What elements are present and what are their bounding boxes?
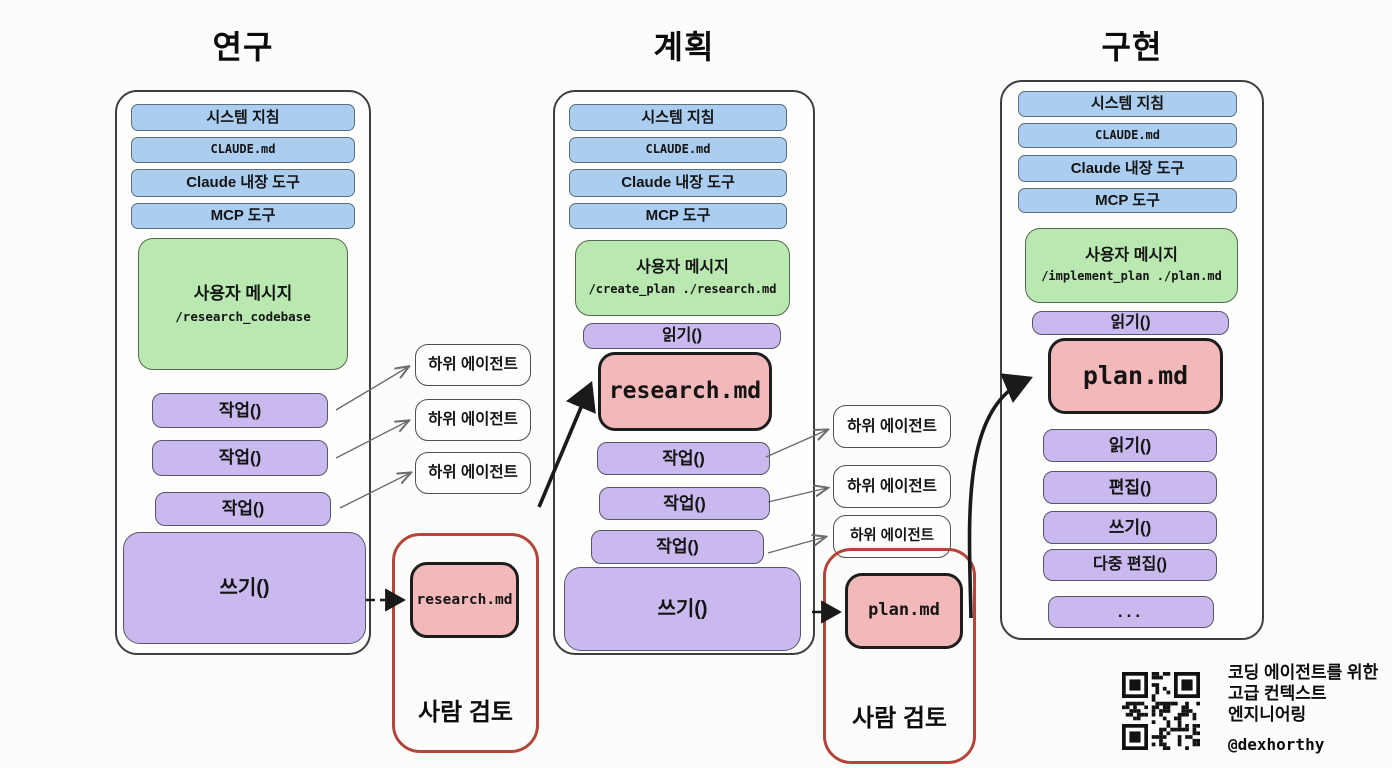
plan-research-md: research.md: [598, 352, 772, 431]
research-write: 쓰기(): [123, 532, 366, 644]
user-message-command: /create_plan ./research.md: [588, 281, 777, 296]
research-claude-md: CLAUDE.md: [131, 137, 355, 163]
implement-tool-multiedit: 다중 편집(): [1043, 549, 1217, 581]
research-task-3: 작업(): [155, 492, 331, 526]
implement-tool-read: 읽기(): [1043, 429, 1217, 462]
column-title-implement: 구현: [1101, 29, 1163, 65]
user-message-title: 사용자 메시지: [636, 259, 729, 277]
human-review-box-research: [392, 533, 539, 753]
implement-read: 읽기(): [1032, 311, 1229, 335]
user-message-command: /research_codebase: [175, 309, 311, 325]
plan-subagent-2: 하위 에이전트: [833, 465, 951, 508]
research-subagent-1: 하위 에이전트: [415, 344, 531, 386]
footer-caption: 코딩 에이전트를 위한 고급 컨텍스트 엔지니어링: [1228, 662, 1392, 725]
qr-code: [1122, 672, 1200, 750]
footer-caption-line2: 고급 컨텍스트: [1228, 684, 1327, 703]
implement-plan-md: plan.md: [1048, 338, 1223, 414]
research-subagent-3: 하위 에이전트: [415, 452, 531, 494]
implement-system-instructions: 시스템 지침: [1018, 91, 1237, 117]
research-builtin-tools: Claude 내장 도구: [131, 169, 355, 197]
footer-handle: @dexhorthy: [1228, 735, 1325, 754]
user-message-title: 사용자 메시지: [193, 283, 293, 303]
implement-user-message: 사용자 메시지 /implement_plan ./plan.md: [1025, 228, 1238, 303]
footer-caption-line1: 코딩 에이전트를 위한: [1228, 663, 1379, 682]
human-review-label-plan: 사람 검토: [852, 705, 947, 732]
human-review-box-plan: [823, 548, 976, 764]
plan-mcp-tools: MCP 도구: [569, 203, 787, 229]
research-user-message: 사용자 메시지 /research_codebase: [138, 238, 348, 370]
research-mcp-tools: MCP 도구: [131, 203, 355, 229]
implement-claude-md: CLAUDE.md: [1018, 123, 1237, 148]
research-system-instructions: 시스템 지침: [131, 104, 355, 131]
implement-mcp-tools: MCP 도구: [1018, 188, 1237, 213]
plan-task-3: 작업(): [591, 530, 764, 564]
implement-tool-write: 쓰기(): [1043, 511, 1217, 544]
plan-write: 쓰기(): [564, 567, 801, 651]
research-task-1: 작업(): [152, 393, 328, 428]
column-title-research: 연구: [212, 29, 274, 65]
plan-system-instructions: 시스템 지침: [569, 104, 787, 131]
plan-read: 읽기(): [583, 323, 781, 349]
implement-builtin-tools: Claude 내장 도구: [1018, 155, 1237, 182]
research-md-file: research.md: [410, 562, 519, 638]
column-title-plan: 계획: [653, 29, 715, 65]
plan-md-file: plan.md: [845, 573, 963, 649]
human-review-label-research: 사람 검토: [418, 699, 513, 726]
research-subagent-2: 하위 에이전트: [415, 399, 531, 441]
user-message-command: /implement_plan ./plan.md: [1041, 269, 1222, 284]
plan-task-2: 작업(): [599, 487, 770, 520]
plan-builtin-tools: Claude 내장 도구: [569, 169, 787, 197]
implement-tool-more: ...: [1048, 596, 1214, 628]
footer-caption-line3: 엔지니어링: [1228, 705, 1307, 724]
plan-claude-md: CLAUDE.md: [569, 137, 787, 163]
plan-subagent-1: 하위 에이전트: [833, 405, 951, 448]
plan-task-1: 작업(): [597, 442, 770, 475]
implement-tool-edit: 편집(): [1043, 471, 1217, 504]
research-task-2: 작업(): [152, 440, 328, 476]
plan-user-message: 사용자 메시지 /create_plan ./research.md: [575, 240, 790, 316]
user-message-title: 사용자 메시지: [1085, 246, 1178, 264]
